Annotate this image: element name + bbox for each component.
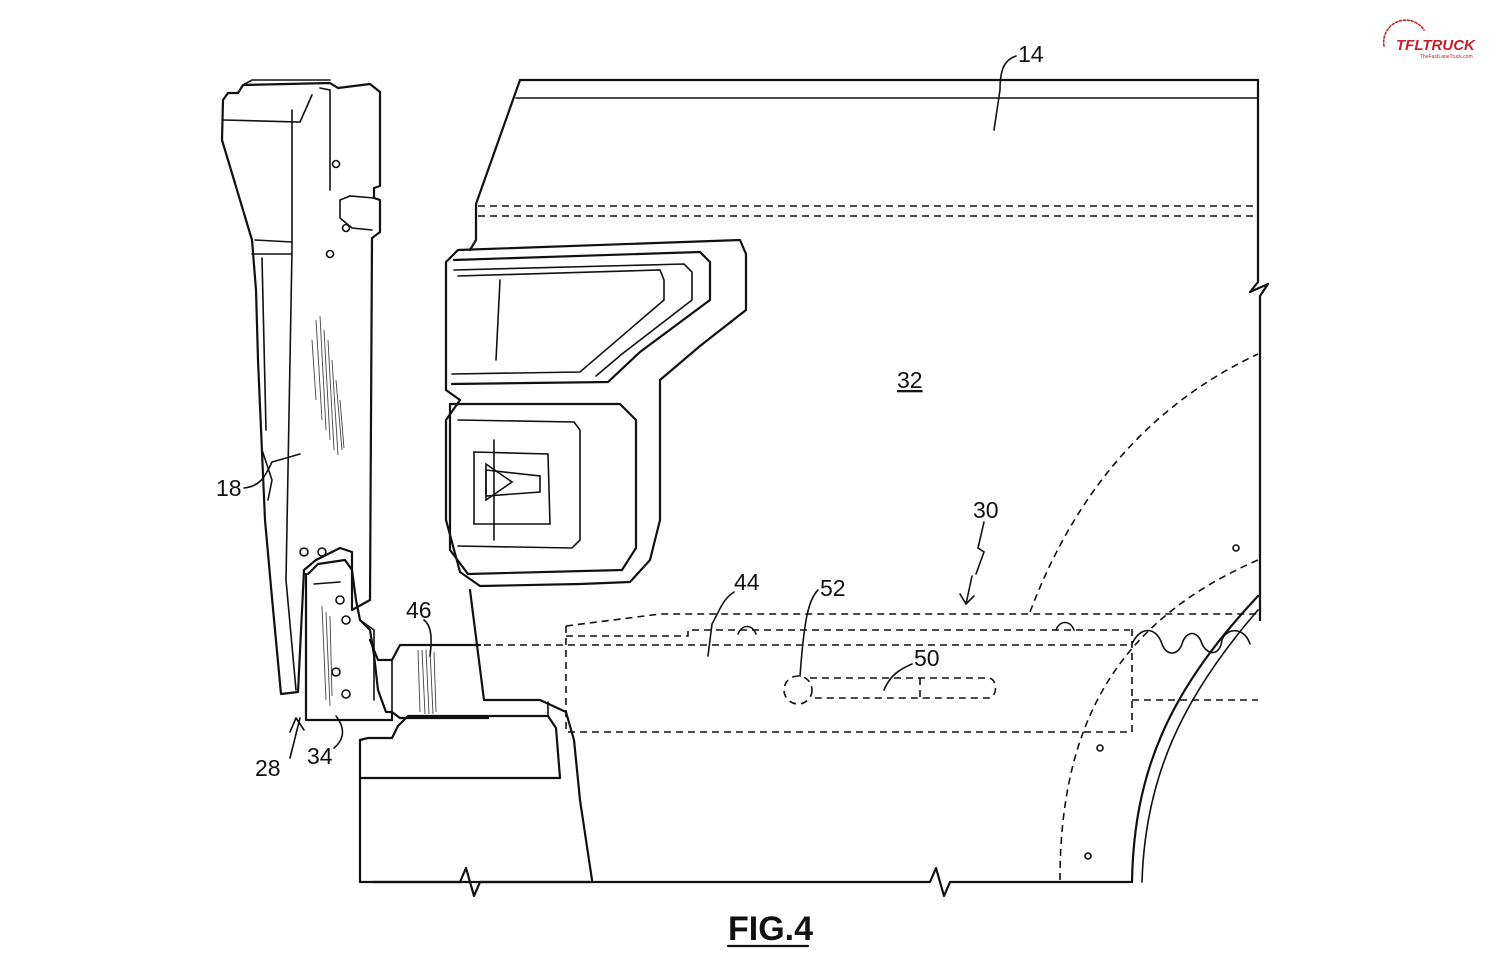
- tail-lamp: [446, 240, 746, 586]
- body-panel: [373, 80, 1268, 896]
- leader-lines: [244, 56, 1016, 758]
- watermark-text: TFLTRUCK: [1396, 37, 1476, 54]
- ref-numeral-32: 32: [897, 367, 923, 393]
- lower-bracket-34: [306, 560, 392, 720]
- ref-numeral-18: 18: [216, 475, 242, 501]
- bumper-block: [360, 702, 590, 882]
- ref-numeral-46: 46: [406, 597, 432, 623]
- watermark-logo: TFLTRUCK TheFastLaneTruck.com: [1384, 20, 1476, 60]
- figure-label: FIG.4: [728, 910, 813, 948]
- ref-numeral-30: 30: [973, 497, 999, 523]
- connector-block-46: [370, 640, 488, 718]
- ref-numeral-52: 52: [820, 575, 846, 601]
- ref-numeral-50: 50: [914, 645, 940, 671]
- pillar-shading: [312, 316, 344, 455]
- figure-caption: FIG.4: [728, 910, 813, 948]
- ref-numeral-28: 28: [255, 755, 281, 781]
- watermark-subtext: TheFastLaneTruck.com: [1420, 54, 1473, 60]
- ref-numeral-44: 44: [734, 569, 760, 595]
- ref-numeral-34: 34: [307, 743, 333, 769]
- ref-numeral-14: 14: [1018, 41, 1044, 67]
- hidden-step-assembly: [484, 614, 1258, 732]
